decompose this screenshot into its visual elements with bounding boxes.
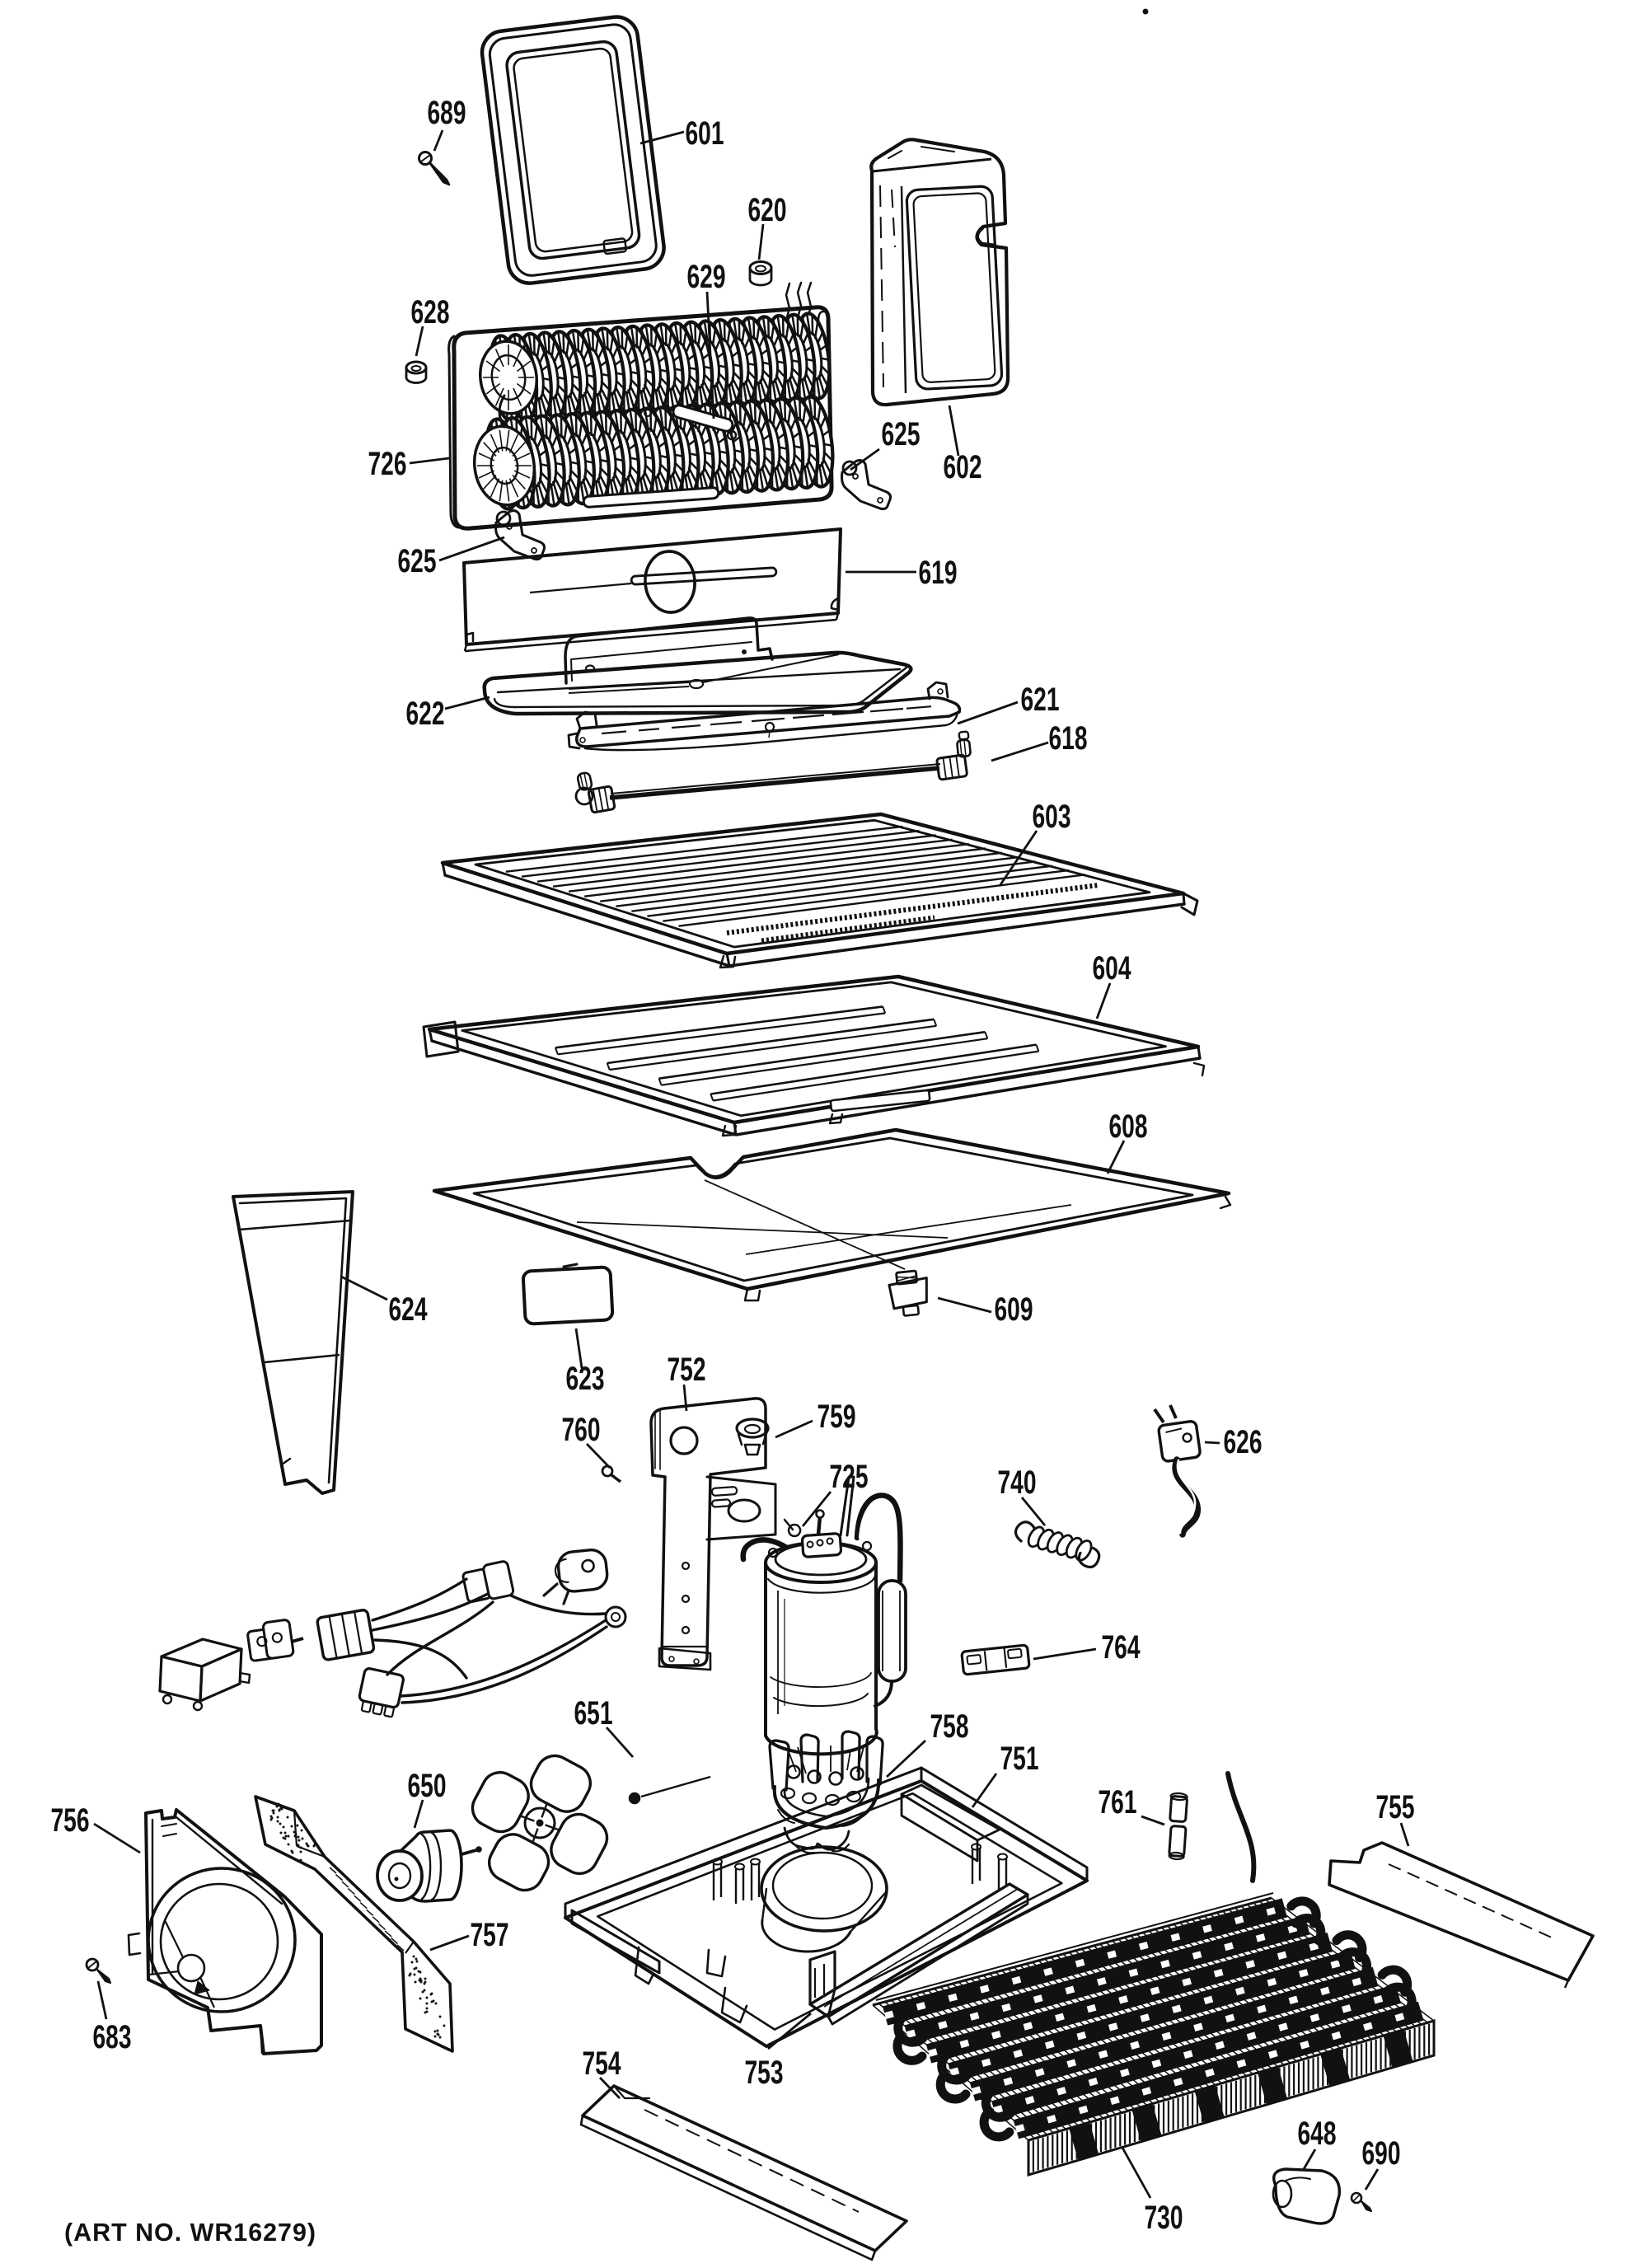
svg-text:753: 753 [745, 2055, 784, 2091]
svg-text:625: 625 [398, 543, 437, 579]
svg-text:690: 690 [1362, 2135, 1401, 2172]
svg-text:618: 618 [1049, 720, 1088, 757]
svg-text:689: 689 [428, 95, 466, 131]
svg-text:755: 755 [1376, 1789, 1415, 1825]
svg-text:683: 683 [93, 2019, 132, 2055]
svg-text:754: 754 [583, 2045, 622, 2082]
svg-text:626: 626 [1224, 1424, 1263, 1460]
svg-text:629: 629 [687, 259, 726, 295]
svg-text:757: 757 [471, 1917, 509, 1953]
svg-text:628: 628 [411, 294, 450, 330]
svg-text:(ART NO. WR16279): (ART NO. WR16279) [64, 2218, 316, 2247]
svg-text:619: 619 [919, 555, 958, 591]
svg-text:620: 620 [748, 192, 787, 228]
svg-text:740: 740 [998, 1464, 1037, 1501]
svg-text:609: 609 [995, 1291, 1033, 1328]
svg-text:648: 648 [1298, 2116, 1337, 2152]
svg-text:761: 761 [1099, 1784, 1137, 1820]
svg-text:751: 751 [1000, 1741, 1039, 1777]
svg-text:625: 625 [882, 416, 921, 452]
svg-text:760: 760 [562, 1412, 601, 1448]
svg-text:602: 602 [944, 449, 982, 485]
svg-text:725: 725 [830, 1459, 869, 1495]
svg-text:650: 650 [408, 1768, 447, 1804]
svg-text:726: 726 [368, 446, 407, 482]
svg-text:752: 752 [668, 1352, 706, 1388]
svg-text:730: 730 [1145, 2200, 1183, 2236]
svg-text:604: 604 [1093, 950, 1132, 986]
svg-text:764: 764 [1102, 1629, 1141, 1666]
svg-text:603: 603 [1033, 799, 1071, 835]
svg-text:756: 756 [51, 1802, 90, 1839]
svg-text:622: 622 [406, 696, 445, 732]
svg-text:758: 758 [930, 1708, 969, 1745]
svg-text:651: 651 [574, 1695, 613, 1731]
svg-text:623: 623 [566, 1361, 605, 1397]
svg-text:759: 759 [818, 1399, 856, 1435]
svg-text:621: 621 [1021, 682, 1060, 718]
svg-text:608: 608 [1109, 1108, 1148, 1145]
svg-text:601: 601 [686, 115, 724, 152]
svg-text:624: 624 [389, 1291, 429, 1328]
